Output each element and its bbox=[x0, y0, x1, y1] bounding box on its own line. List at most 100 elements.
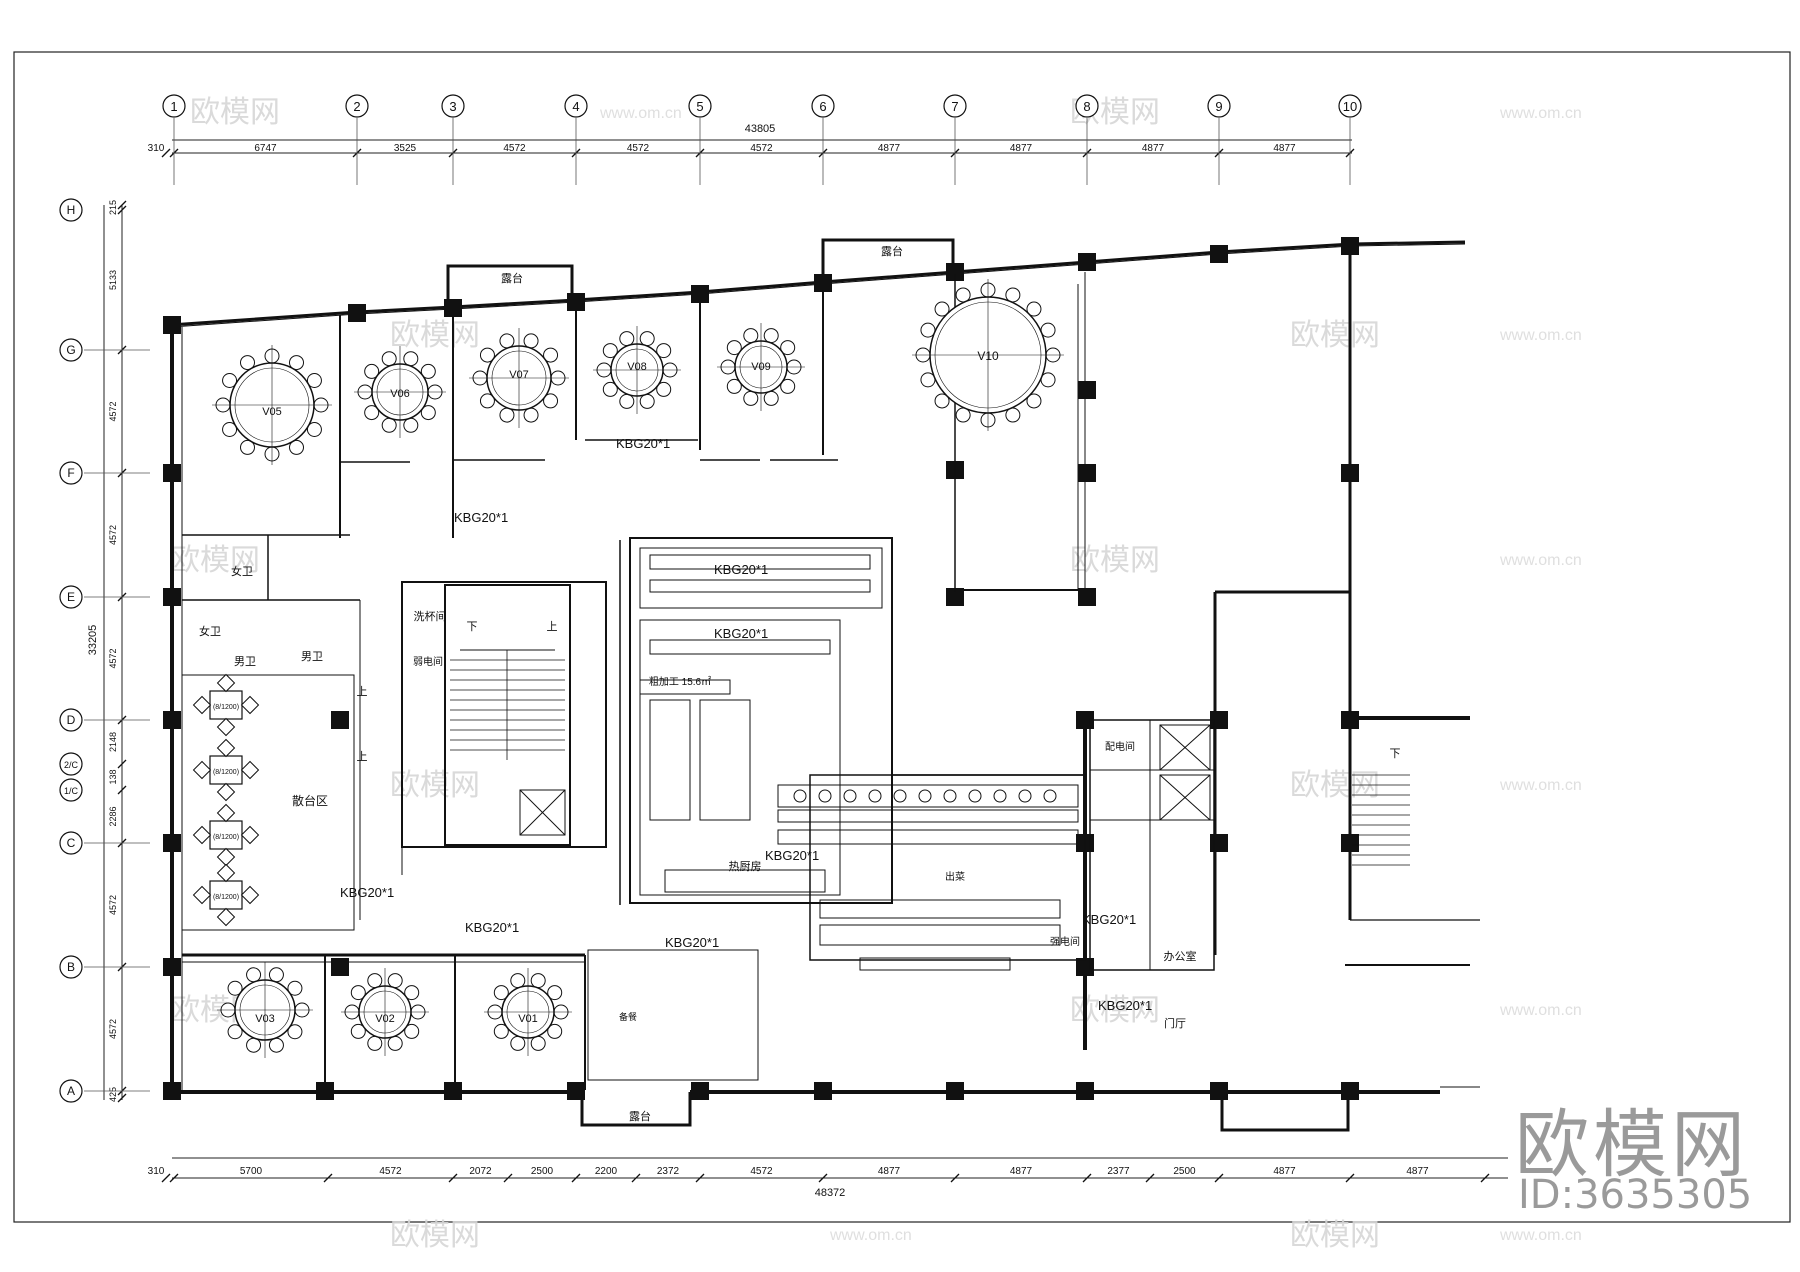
round-table bbox=[469, 328, 569, 428]
dimension-tick bbox=[448, 1173, 458, 1183]
room-label-v08: V08 bbox=[627, 361, 647, 373]
round-table bbox=[341, 968, 429, 1056]
chair bbox=[240, 695, 260, 715]
chair bbox=[726, 378, 742, 394]
chair bbox=[364, 363, 380, 379]
chair bbox=[240, 760, 260, 780]
chair bbox=[763, 328, 779, 344]
dimension-label: 4877 bbox=[1273, 143, 1296, 154]
grid-bubble-label: 10 bbox=[1343, 99, 1357, 114]
equipment-callout: KBG20*1 bbox=[465, 920, 519, 935]
chair bbox=[216, 863, 236, 883]
dimension-tick bbox=[117, 759, 127, 769]
grid-bubble bbox=[59, 338, 83, 362]
dimension-label: 3525 bbox=[394, 143, 417, 154]
grid-bubble bbox=[59, 778, 83, 802]
chair bbox=[493, 1023, 509, 1039]
room-label-v10: V10 bbox=[977, 349, 999, 363]
table-seat-label: (8/1200) bbox=[213, 834, 239, 841]
dimension-label: 310 bbox=[148, 1166, 165, 1177]
stair-core bbox=[444, 584, 1410, 866]
grid-bubble bbox=[564, 94, 588, 118]
room-label-strong-room: 强电间 bbox=[1050, 935, 1080, 948]
chair bbox=[192, 760, 212, 780]
chair bbox=[222, 373, 238, 388]
dimension-tick bbox=[1345, 1173, 1355, 1183]
structural-column bbox=[331, 711, 349, 729]
grid-bubble bbox=[811, 94, 835, 118]
chair bbox=[227, 1024, 243, 1040]
chair bbox=[192, 885, 212, 905]
chair bbox=[602, 381, 618, 397]
round-table bbox=[212, 345, 332, 465]
grid-bubble bbox=[1207, 94, 1231, 118]
chair bbox=[639, 393, 655, 409]
chair bbox=[499, 407, 515, 423]
watermark-url: www.om.cn bbox=[1499, 327, 1582, 344]
chair bbox=[246, 967, 262, 983]
dimension-label: 4572 bbox=[108, 648, 118, 668]
dimension-label: 5133 bbox=[108, 270, 118, 290]
left-dimension-lines bbox=[103, 205, 123, 1100]
dimension-label: 4572 bbox=[108, 525, 118, 545]
equipment-callout: KBG20*1 bbox=[454, 510, 508, 525]
dimension-label: 310 bbox=[148, 143, 165, 154]
chair bbox=[216, 847, 236, 867]
square-table: (8/1200) bbox=[192, 863, 260, 927]
room-label-rough-process: 粗加工 15.6㎡ bbox=[649, 676, 711, 688]
stair-up-label: 上 bbox=[547, 620, 558, 633]
watermark-url: www.om.cn bbox=[1499, 1227, 1582, 1244]
dimension-label: 5700 bbox=[240, 1166, 263, 1177]
left-total-dimension: 33205 bbox=[87, 625, 99, 656]
room-label-office: 办公室 bbox=[1164, 949, 1197, 963]
stair-down-label: 下 bbox=[467, 621, 478, 633]
chair bbox=[656, 343, 672, 359]
grid-bubble bbox=[59, 1079, 83, 1103]
chair bbox=[1026, 301, 1042, 317]
chair bbox=[404, 985, 420, 1001]
room-label-male-wc: 男卫 bbox=[301, 651, 323, 663]
chair bbox=[387, 973, 403, 989]
room-label-v01: V01 bbox=[518, 1013, 538, 1025]
chair bbox=[602, 343, 618, 359]
dimension-label: 2500 bbox=[1173, 1166, 1196, 1177]
room-label-female-wc: 女卫 bbox=[199, 624, 221, 638]
dimension-label: 2286 bbox=[108, 806, 118, 826]
dimension-label: 2200 bbox=[595, 1166, 618, 1177]
grid-bubble bbox=[441, 94, 465, 118]
equipment-callout: KBG20*1 bbox=[665, 935, 719, 950]
dimension-label: 138 bbox=[108, 769, 118, 784]
structural-column bbox=[1078, 588, 1096, 606]
watermark-text: 欧模网 bbox=[1070, 543, 1160, 578]
chair bbox=[216, 782, 236, 802]
dimension-label: 4572 bbox=[379, 1166, 402, 1177]
chair bbox=[523, 333, 539, 349]
chair bbox=[222, 422, 238, 437]
chair bbox=[240, 885, 260, 905]
chair bbox=[510, 973, 526, 989]
watermark-layer: 欧模网 欧模网 欧模网 欧模网 欧模网 欧模网 欧模网 欧模网 欧模网 欧模网 … bbox=[170, 95, 1582, 1253]
round-table bbox=[593, 326, 681, 414]
dimension-label: 4572 bbox=[108, 895, 118, 915]
chair bbox=[287, 1024, 303, 1040]
room-label-pass: 出菜 bbox=[945, 870, 965, 883]
scatter-seating: (8/1200)(8/1200)(8/1200)(8/1200) bbox=[192, 673, 260, 927]
chair bbox=[547, 985, 563, 1001]
grid-bubble-label: 4 bbox=[572, 99, 579, 114]
watermark-url: www.om.cn bbox=[829, 1227, 912, 1244]
dimension-label: 2148 bbox=[108, 732, 118, 752]
grid-bubble-label: 7 bbox=[951, 99, 958, 114]
dimension-tick bbox=[161, 1173, 171, 1183]
room-labels: V05 V06 V07 V08 V09 V10 V01 V02 V03 女卫 女… bbox=[199, 349, 1401, 1030]
dimension-label: 4572 bbox=[108, 401, 118, 421]
grid-bubble-label: A bbox=[67, 1084, 75, 1098]
grid-bubble-label: 2/C bbox=[64, 760, 79, 770]
grid-bubble-label: H bbox=[67, 203, 76, 217]
structural-column bbox=[1078, 464, 1096, 482]
dimension-tick bbox=[571, 1173, 581, 1183]
grid-bubble-label: 1 bbox=[170, 99, 177, 114]
